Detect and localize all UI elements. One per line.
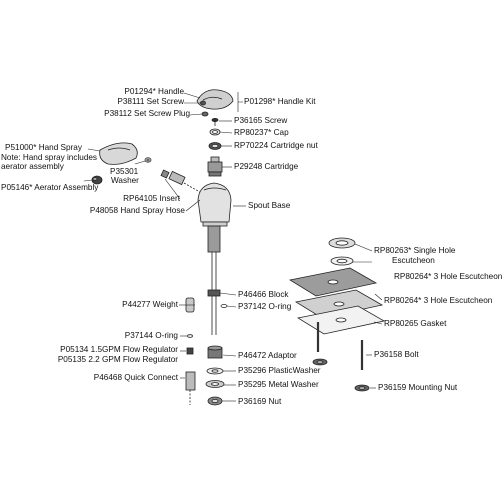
gasket-part xyxy=(296,305,386,335)
bolt-parts xyxy=(316,322,364,370)
label-washer: Washer xyxy=(111,176,139,185)
label-mounting-nut: P36159 Mounting Nut xyxy=(378,383,458,392)
label-gasket: RP80265 Gasket xyxy=(384,319,447,328)
label-set-screw: P38111 Set Screw xyxy=(117,97,184,106)
label-handle: P01294* Handle xyxy=(124,87,184,96)
label-single-hole-escutcheon-1: RP80263* Single Hole xyxy=(374,246,456,255)
shank-part xyxy=(207,225,221,335)
label-single-hole-escutcheon-2: Escutcheon xyxy=(392,256,435,265)
label-hand-spray-note-2: aerator assembly xyxy=(1,162,64,171)
aerator-part xyxy=(91,175,103,185)
label-o-ring-142: P37142 O-ring xyxy=(238,302,292,311)
label-metal-washer: P35295 Metal Washer xyxy=(238,380,319,389)
label-quick-connect: P46468 Quick Connect xyxy=(93,373,178,382)
mounting-nut-parts xyxy=(312,358,370,392)
leader-lines xyxy=(83,92,383,402)
label-bolt: P36158 Bolt xyxy=(374,350,419,359)
flow-regulator-part xyxy=(186,347,194,355)
handle-part xyxy=(196,89,234,117)
nut-part xyxy=(207,396,223,406)
insert-part xyxy=(160,169,186,186)
label-aerator: P05146* Aerator Assembly xyxy=(1,183,99,192)
label-handle-kit: P01298* Handle Kit xyxy=(244,97,316,106)
label-three-hole-escutcheon-a: RP80264* 3 Hole Escutcheon xyxy=(394,272,502,281)
label-plastic-washer: P35296 PlasticWasher xyxy=(238,366,321,375)
label-spout-base: Spout Base xyxy=(248,201,291,210)
label-cartridge-nut: RP70224 Cartridge nut xyxy=(234,141,318,150)
label-set-screw-plug: P38112 Set Screw Plug xyxy=(104,109,190,118)
label-screw: P36165 Screw xyxy=(234,116,288,125)
label-o-ring-144: P37144 O-ring xyxy=(124,331,178,340)
label-adaptor: P46472 Adaptor xyxy=(238,351,297,360)
label-hand-spray-note-1: Note: Hand spray includes xyxy=(1,153,98,162)
label-washer-number: P35301 xyxy=(110,167,139,176)
label-insert: RP64105 Insert xyxy=(123,194,180,203)
adaptor-part xyxy=(207,345,223,359)
single-hole-escutcheon-part xyxy=(328,237,356,266)
hand-spray-part xyxy=(99,142,138,165)
label-three-hole-escutcheon-b: RP80264* 3 Hole Escutcheon xyxy=(384,296,493,305)
label-hand-spray: P51000* Hand Spray xyxy=(5,143,82,152)
cap-part xyxy=(209,128,221,136)
label-cap: RP80237* Cap xyxy=(234,128,289,137)
cartridge-part xyxy=(207,156,223,177)
three-hole-escutcheon-part xyxy=(288,267,378,297)
label-hose: P48058 Hand Spray Hose xyxy=(89,206,185,215)
label-block: P46466 Block xyxy=(238,290,289,299)
label-nut: P36169 Nut xyxy=(238,397,282,406)
metal-washer-part xyxy=(205,380,225,388)
quick-connect-part xyxy=(185,371,196,405)
plastic-washer-part xyxy=(206,367,224,375)
screw-part xyxy=(211,118,219,126)
label-flow-regulator-2: P05135 2.2 GPM Flow Regulator xyxy=(57,355,178,364)
label-flow-regulator-1: P05134 1.5GPM Flow Regulator xyxy=(60,345,178,354)
three-hole-escutcheon-plate xyxy=(294,289,384,319)
cartridge-nut-part xyxy=(208,142,222,150)
spout-base-part xyxy=(197,182,232,227)
label-cartridge: P29248 Cartridge xyxy=(234,162,299,171)
block-part xyxy=(207,289,221,297)
label-weight: P44277 Weight xyxy=(122,300,178,309)
washer-part xyxy=(144,157,152,163)
